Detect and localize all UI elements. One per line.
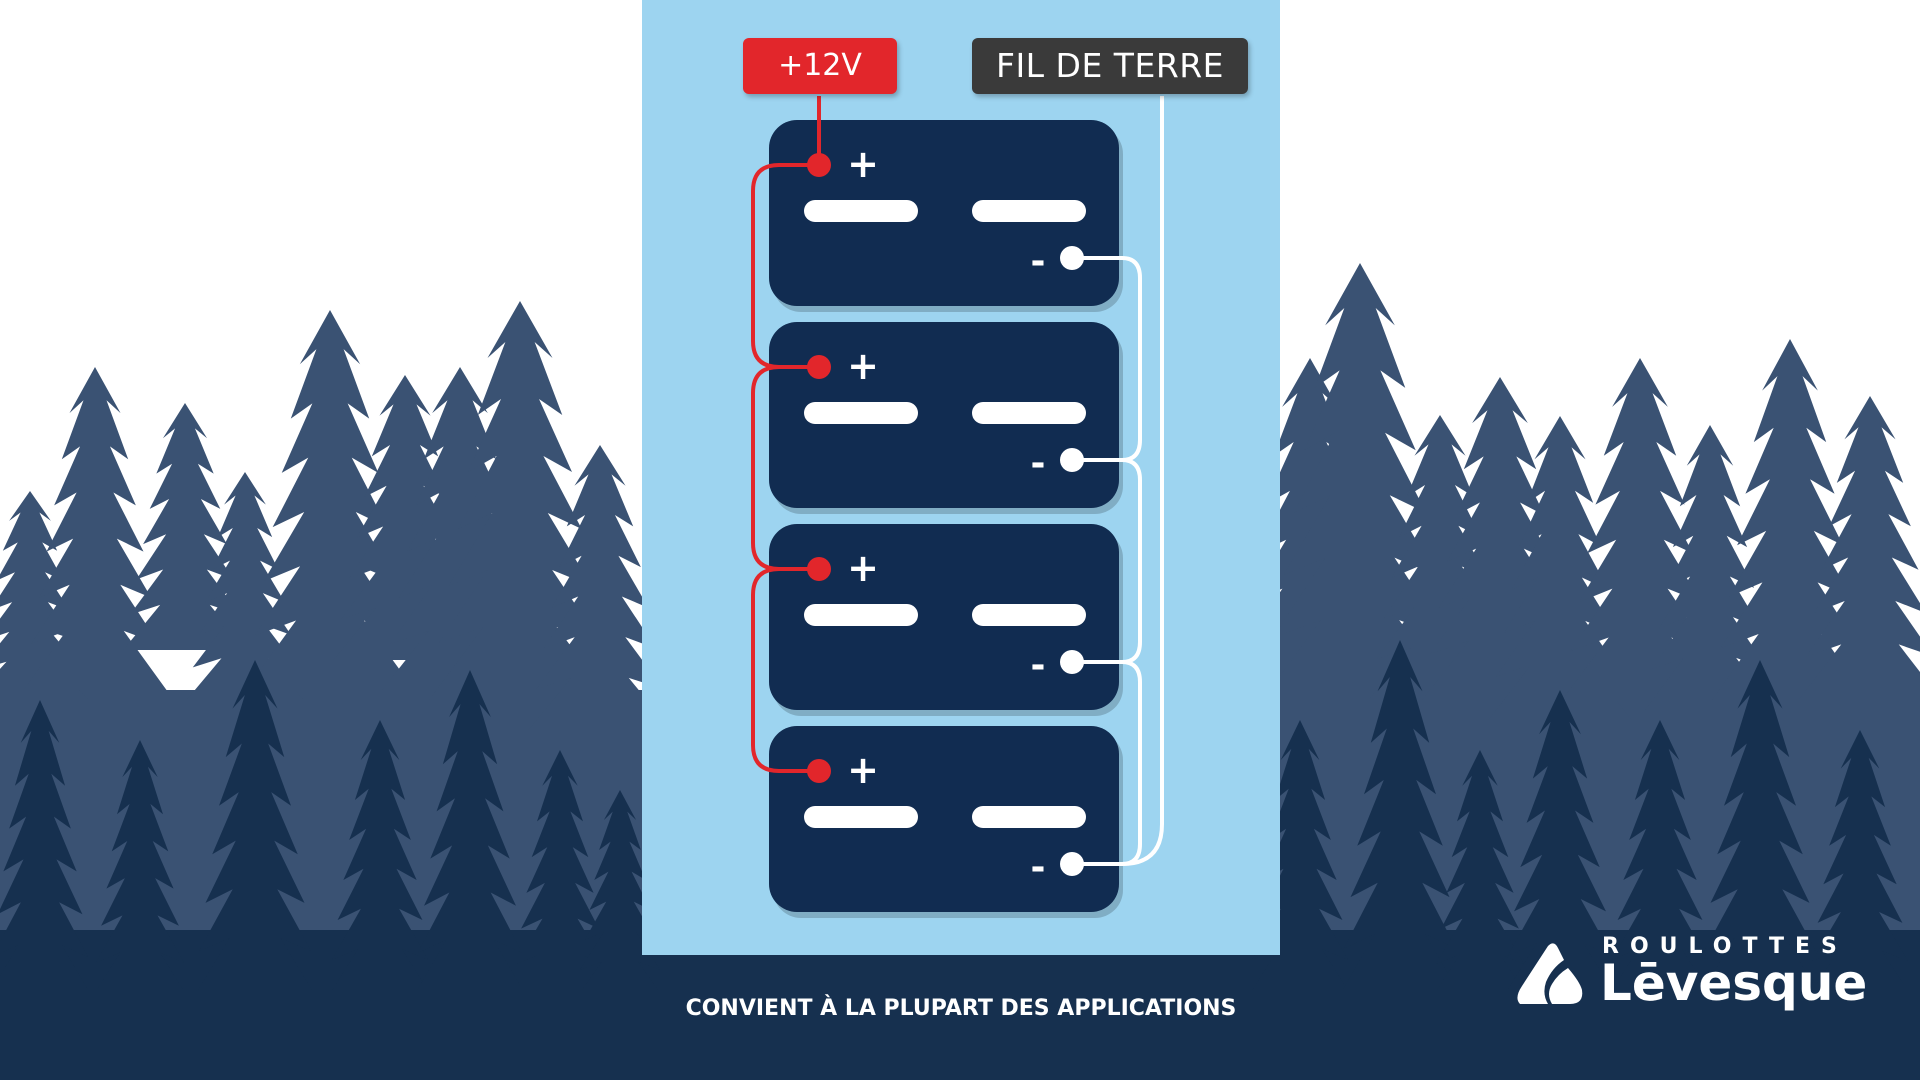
negative-terminal — [1060, 448, 1084, 472]
minus-symbol: - — [1031, 645, 1046, 686]
positive-terminal — [807, 759, 831, 783]
negative-terminal — [1060, 650, 1084, 674]
wire-group — [751, 96, 1164, 876]
battery-group: +-+-+-+- — [769, 120, 1123, 918]
negative-terminal — [1060, 246, 1084, 270]
battery-cell-bar — [804, 402, 918, 424]
positive-12v-label: +12V — [743, 38, 897, 94]
positive-terminal — [807, 557, 831, 581]
battery-wiring-diagram: +-+-+-+- — [751, 96, 1164, 918]
positive-terminal — [807, 355, 831, 379]
battery-2: +- — [769, 322, 1123, 514]
plus-symbol: + — [847, 142, 879, 186]
diagram-caption: CONVIENT À LA PLUPART DES APPLICATIONS — [685, 996, 1237, 1021]
positive-jumper-wire — [751, 163, 819, 369]
diagram-panel: +-+-+-+- +12V FIL DE TERRE — [642, 0, 1280, 955]
battery-4: +- — [769, 726, 1123, 918]
logo-line-2: Lēvesque — [1600, 954, 1868, 1012]
logo-line-1: ROULOTTES — [1602, 934, 1848, 959]
positive-jumper-wire — [751, 567, 819, 773]
ground-jumper-wire — [1072, 660, 1142, 866]
battery-3: +- — [769, 524, 1123, 716]
battery-cell-bar — [804, 604, 918, 626]
battery-body — [769, 120, 1119, 306]
battery-body — [769, 524, 1119, 710]
forest-floor — [0, 990, 1920, 1080]
battery-body — [769, 726, 1119, 912]
battery-cell-bar — [972, 604, 1086, 626]
battery-cell-bar — [972, 806, 1086, 828]
negative-terminal — [1060, 852, 1084, 876]
positive-terminal — [807, 153, 831, 177]
battery-1: +- — [769, 120, 1123, 312]
brand-logo: ROULOTTES Lēvesque — [1512, 932, 1867, 1012]
battery-cell-bar — [804, 806, 918, 828]
battery-cell-bar — [972, 402, 1086, 424]
battery-cell-bar — [972, 200, 1086, 222]
minus-symbol: - — [1031, 443, 1046, 484]
minus-symbol: - — [1031, 847, 1046, 888]
battery-body — [769, 322, 1119, 508]
minus-symbol: - — [1031, 241, 1046, 282]
positive-jumper-wire — [751, 365, 819, 571]
plus-symbol: + — [847, 344, 879, 388]
ground-wire-label: FIL DE TERRE — [972, 38, 1248, 94]
plus-symbol: + — [847, 546, 879, 590]
plus-symbol: + — [847, 748, 879, 792]
drop-mountain-icon — [1517, 943, 1583, 1004]
battery-cell-bar — [804, 200, 918, 222]
